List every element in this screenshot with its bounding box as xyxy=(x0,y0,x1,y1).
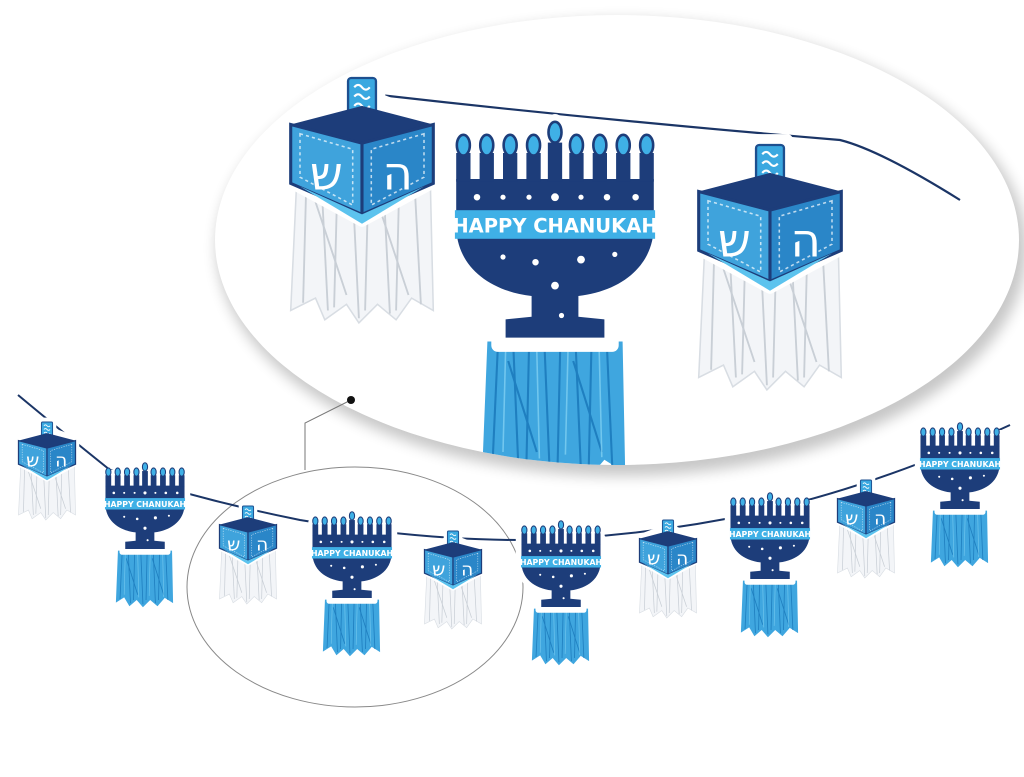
menorah-ornament xyxy=(101,460,188,608)
menorah-ornament xyxy=(308,509,395,657)
dreidel-ornament xyxy=(638,518,698,618)
dreidel-ornament xyxy=(17,420,77,520)
dreidel-ornament xyxy=(218,504,278,604)
dreidel-ornament xyxy=(288,73,437,323)
zoom-callout xyxy=(215,15,1024,476)
callout-leader xyxy=(304,396,355,470)
dreidel-ornament xyxy=(423,529,483,629)
highlight-oval xyxy=(186,466,524,708)
dreidel-ornament xyxy=(836,478,896,578)
menorah-ornament xyxy=(916,420,1003,568)
dreidel-ornament xyxy=(696,140,845,390)
menorah-ornament xyxy=(517,518,604,666)
menorah-ornament xyxy=(726,490,813,638)
